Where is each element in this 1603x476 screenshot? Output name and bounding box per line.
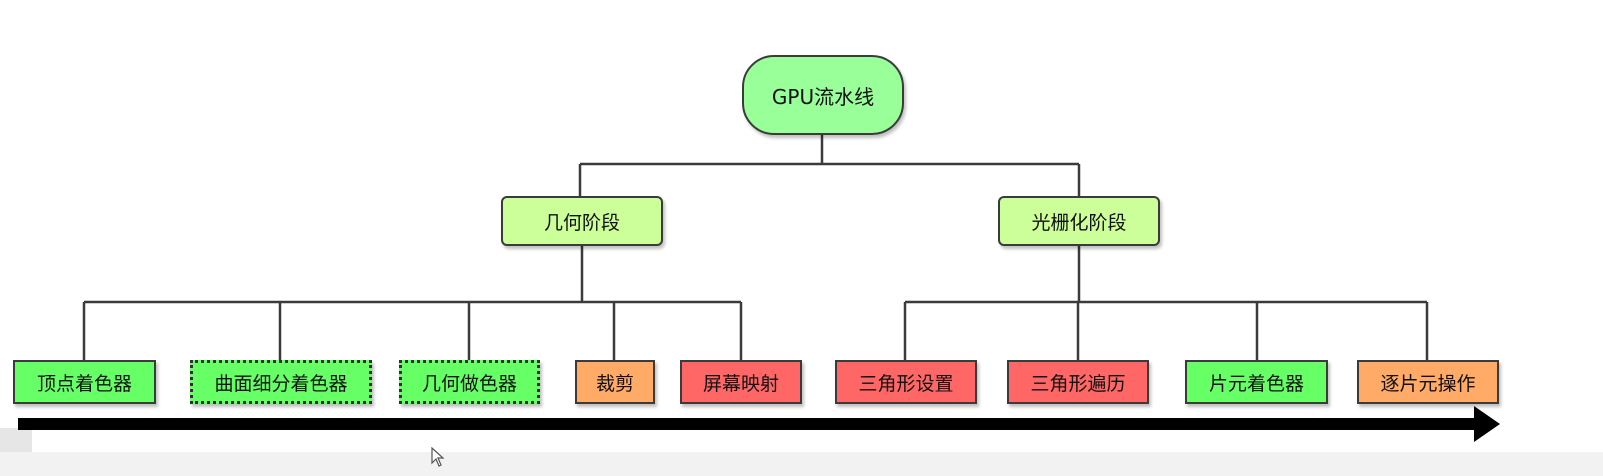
stage-node-geometry: 几何阶段 (501, 196, 663, 246)
leaf-label: 顶点着色器 (36, 372, 132, 395)
leaf-label: 片元着色器 (1208, 372, 1304, 395)
leaf-label: 曲面细分着色器 (214, 372, 348, 395)
timeline-arrow-shaft (18, 418, 1478, 430)
leaf-fragment-shader: 片元着色器 (1185, 360, 1328, 404)
leaf-triangle-setup: 三角形设置 (835, 360, 977, 404)
leaf-triangle-traversal: 三角形遍历 (1007, 360, 1149, 404)
stage-node-rasterization: 光栅化阶段 (998, 196, 1160, 246)
leaf-tessellation-shader: 曲面细分着色器 (190, 360, 372, 404)
root-node-gpu-pipeline: GPU流水线 (742, 55, 904, 135)
leaf-screen-mapping: 屏幕映射 (680, 360, 802, 404)
stage-rasterization-label: 光栅化阶段 (1031, 211, 1127, 234)
leaf-geometry-shader: 几何做色器 (399, 360, 540, 404)
bottom-strip (0, 452, 1603, 476)
timeline-arrow-head (1474, 406, 1500, 442)
leaf-clipping: 裁剪 (575, 360, 655, 404)
leaf-vertex-shader: 顶点着色器 (13, 360, 156, 404)
leaf-per-fragment-operations: 逐片元操作 (1357, 360, 1499, 404)
leaf-label: 三角形设置 (858, 372, 954, 395)
leaf-label: 几何做色器 (421, 372, 517, 395)
leaf-label: 三角形遍历 (1030, 372, 1126, 395)
leaf-label: 裁剪 (595, 372, 634, 395)
leaf-label: 屏幕映射 (702, 372, 779, 395)
mouse-cursor-icon (431, 447, 445, 467)
root-node-label: GPU流水线 (771, 84, 875, 109)
leaf-label: 逐片元操作 (1380, 372, 1476, 395)
stage-geometry-label: 几何阶段 (543, 211, 620, 234)
